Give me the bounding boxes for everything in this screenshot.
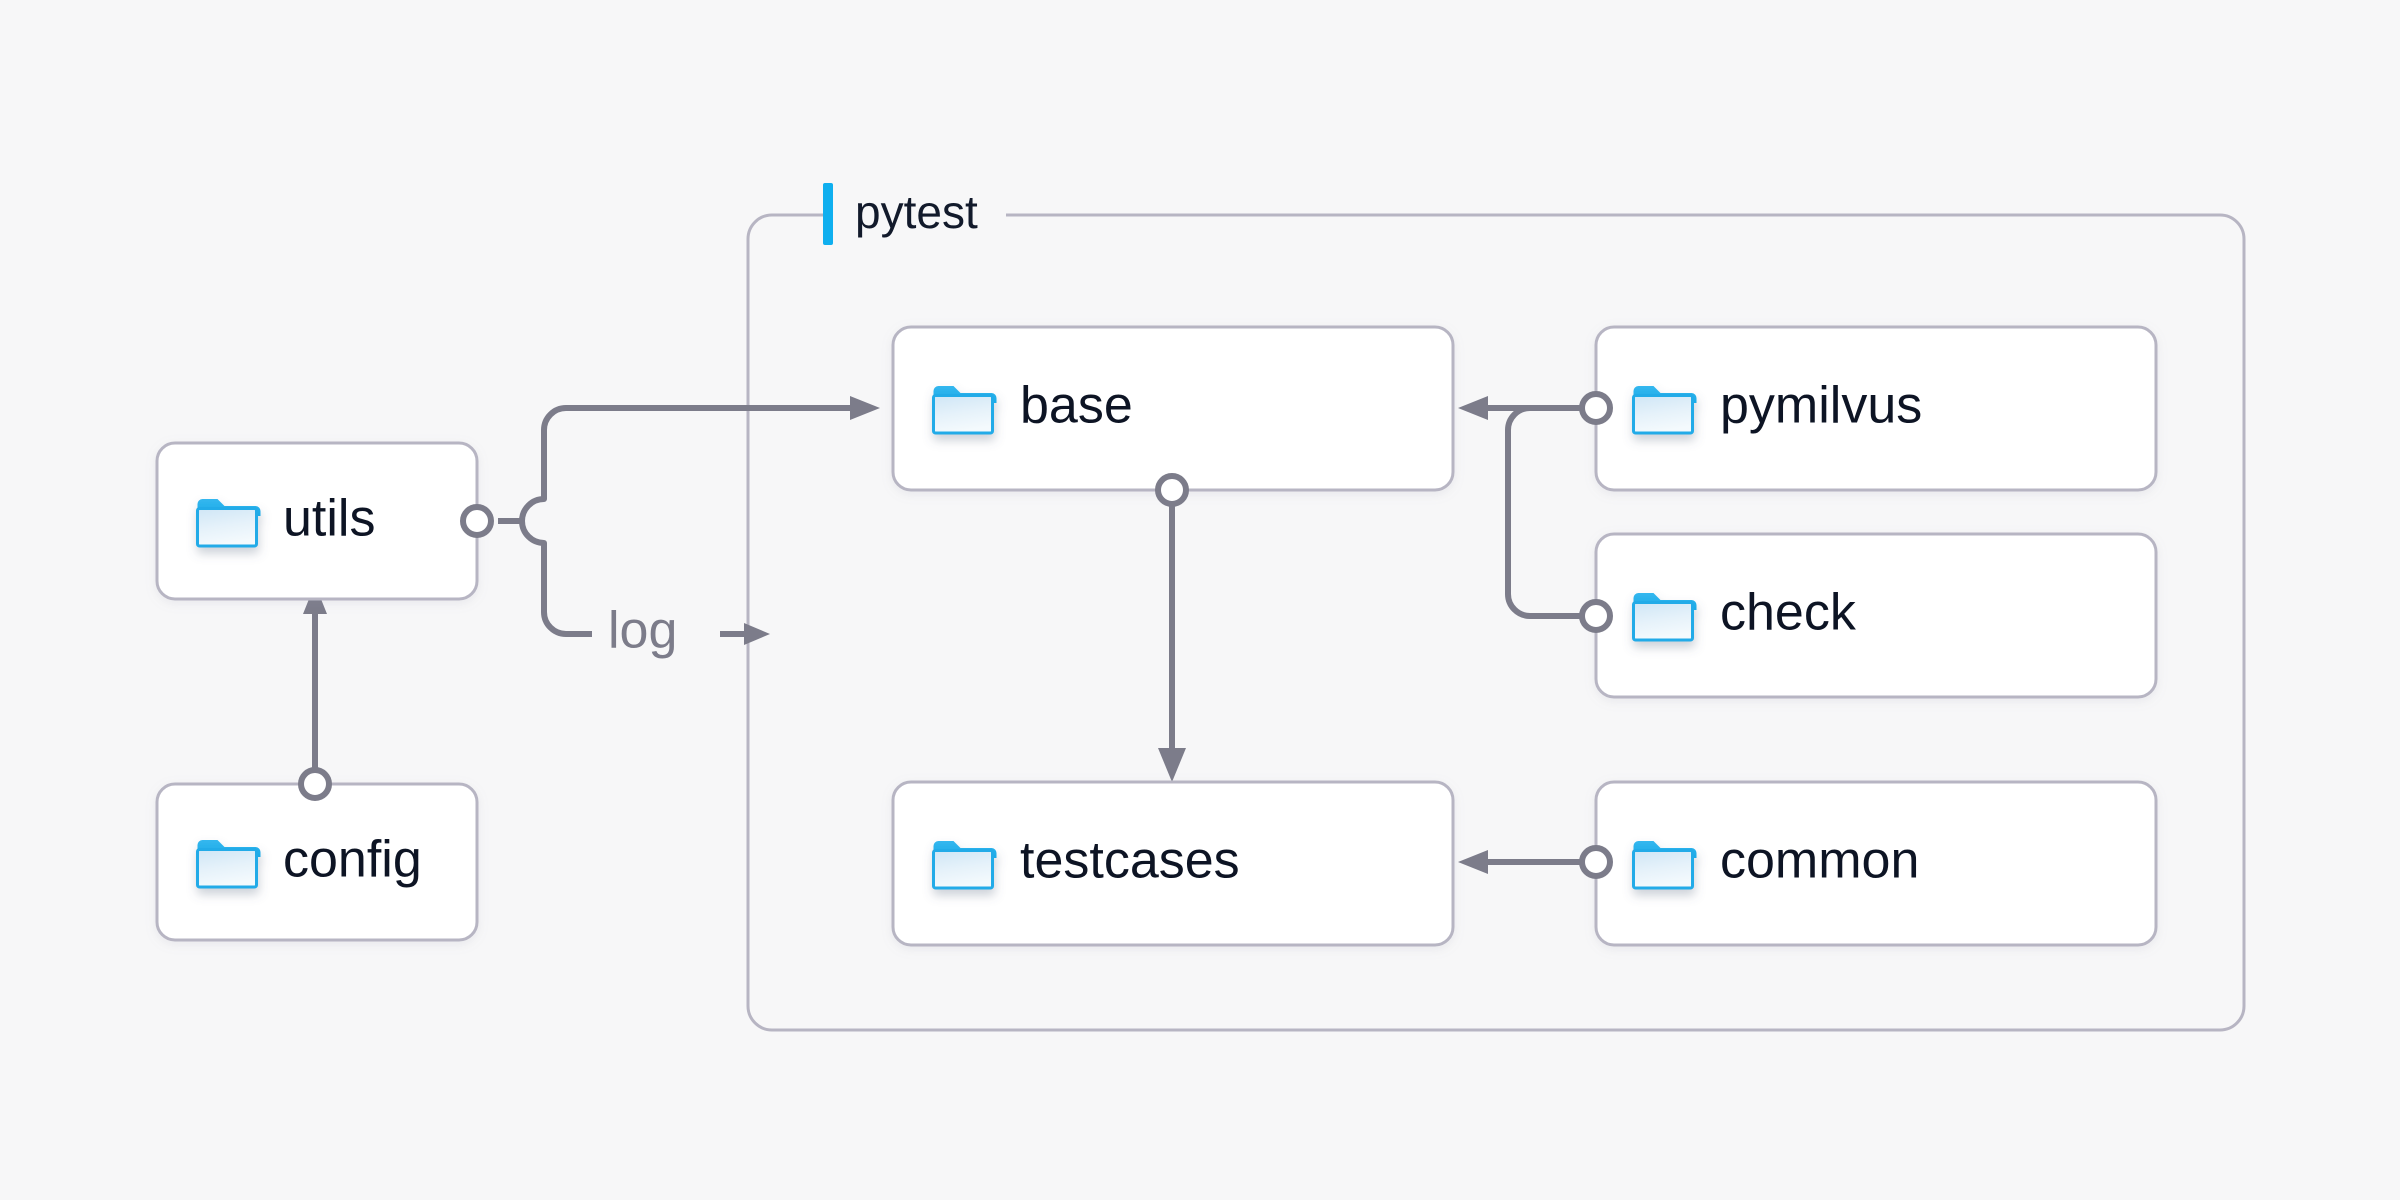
folder-icon [932, 384, 998, 435]
group-label-pytest: pytest [855, 186, 978, 238]
node-base[interactable]: base [891, 325, 1455, 492]
node-label-pymilvus: pymilvus [1720, 377, 1922, 435]
folder-icon [932, 839, 998, 890]
port-utils-right[interactable] [460, 504, 494, 538]
edge-common-testcases [1458, 850, 1582, 874]
node-label-check: check [1720, 584, 1857, 642]
node-testcases[interactable]: testcases [891, 780, 1455, 947]
edge-base-testcases [1158, 490, 1186, 782]
node-label-common: common [1720, 832, 1919, 890]
node-config[interactable]: config [155, 782, 479, 942]
log-out-arrow [720, 623, 770, 645]
folder-icon [196, 497, 262, 548]
edge-config-utils [303, 584, 327, 784]
edge-utils-log [519, 520, 592, 637]
node-label-base: base [1020, 377, 1133, 435]
node-pymilvus[interactable]: pymilvus [1594, 325, 2158, 492]
port-check-left[interactable] [1579, 599, 1613, 633]
edge-label-log: log [608, 602, 677, 660]
node-check[interactable]: check [1594, 532, 2158, 699]
port-config-top[interactable] [298, 767, 332, 801]
edge-pymilvus-check-base [1458, 396, 1582, 619]
port-common-left[interactable] [1579, 845, 1613, 879]
node-label-config: config [283, 831, 422, 889]
folder-icon [1632, 384, 1698, 435]
folder-icon [196, 838, 262, 889]
folder-icon [1632, 839, 1698, 890]
group-container-pytest [746, 213, 2246, 1032]
group-accent-bar [823, 183, 833, 245]
port-pymilvus-left[interactable] [1579, 391, 1613, 425]
node-common[interactable]: common [1594, 780, 2158, 947]
edge-utils-base [498, 396, 880, 524]
node-label-testcases: testcases [1020, 832, 1240, 890]
node-utils[interactable]: utils [155, 441, 479, 601]
folder-icon [1632, 591, 1698, 642]
port-base-bottom[interactable] [1155, 473, 1189, 507]
node-label-utils: utils [283, 490, 375, 548]
